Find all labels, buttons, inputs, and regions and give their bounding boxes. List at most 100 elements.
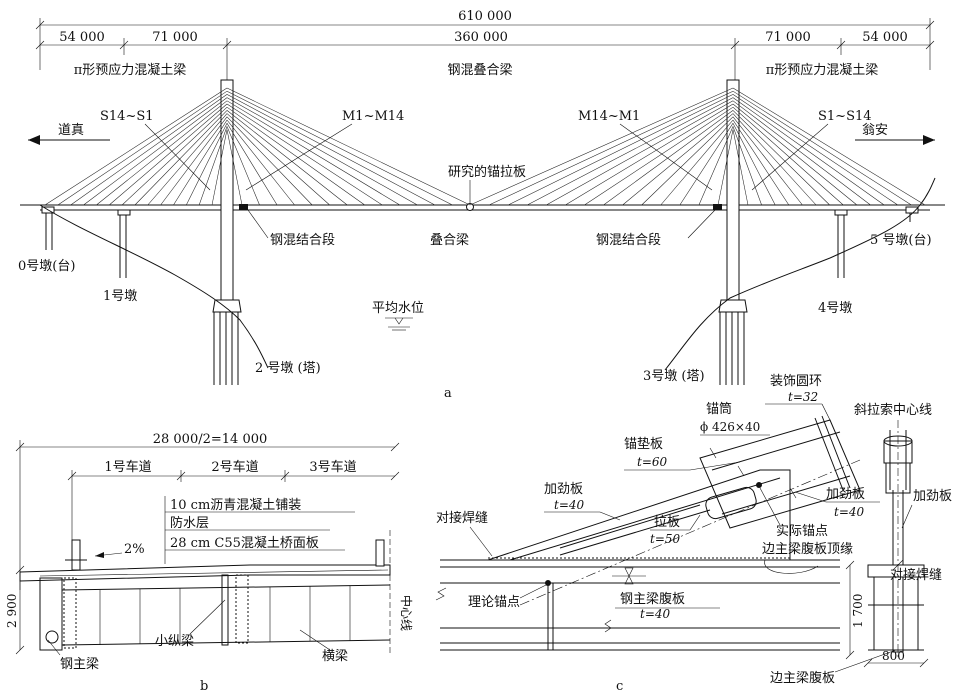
stay-cable — [732, 97, 885, 206]
c-weld-right-label: 对接焊缝 — [890, 567, 942, 583]
c-pull-line — [559, 504, 701, 549]
joint-right-label: 钢混结合段 — [596, 233, 661, 248]
stay-cable — [679, 123, 734, 206]
leader-m-left — [245, 123, 353, 191]
c-stiff3-label: 加劲板 — [913, 489, 952, 504]
cable-s-left-label: S14~S1 — [100, 109, 154, 124]
main-beam-label: 钢主梁 — [60, 657, 99, 672]
span-2-text: 71 000 — [152, 30, 198, 45]
pier-1 — [117, 209, 131, 278]
pier4-label: 4号墩 — [818, 301, 852, 316]
stay-cable — [660, 119, 734, 206]
c-theory-anchor-label: 理论锚点 — [468, 595, 520, 610]
stay-cable — [546, 100, 734, 206]
stay-cable — [83, 97, 228, 206]
panel-c-letter: c — [616, 679, 623, 694]
stay-cable — [211, 129, 228, 206]
span-1-text: 54 000 — [59, 30, 105, 45]
c-web-top-label: 边主梁腹板顶缘 — [762, 541, 853, 557]
layer-2-text: 防水层 — [170, 515, 209, 531]
span-4-text: 71 000 — [765, 30, 811, 45]
c-web-t: t=40 — [640, 607, 671, 621]
stay-cable — [160, 116, 228, 206]
beam-right-label: π形预应力混凝土梁 — [766, 62, 879, 78]
studied-plate-label: 研究的锚拉板 — [448, 164, 526, 180]
c-cable-axis — [519, 459, 861, 606]
stay-cable — [603, 110, 734, 206]
stay-cable — [732, 87, 926, 206]
span-5-text: 54 000 — [862, 30, 908, 45]
stay-cable — [732, 126, 762, 206]
b-barrier-left — [65, 539, 87, 571]
pier0-label: 0号墩(台) — [18, 259, 75, 274]
dir-right-arrow — [855, 135, 935, 145]
c-break-left — [435, 587, 447, 601]
stay-cable — [226, 123, 278, 206]
stay-cable — [732, 100, 871, 206]
c-weld-left-label: 对接焊缝 — [436, 510, 488, 526]
stay-cable — [732, 90, 912, 206]
stay-cable — [121, 106, 228, 206]
height-text: 2 900 — [5, 594, 19, 628]
stay-cable — [226, 129, 243, 206]
stay-cable — [469, 87, 734, 206]
stay-cable — [732, 110, 830, 206]
c-pad-t: t=60 — [637, 455, 668, 469]
tower-right — [718, 79, 748, 385]
c-pad-label: 锚垫板 — [624, 436, 663, 452]
b-lane-ticks — [67, 470, 400, 540]
stay-cable — [147, 113, 228, 206]
stay-cable — [226, 94, 436, 206]
c-ring-label: 装饰圆环 — [770, 374, 822, 389]
b-cross-beam-bottom — [61, 639, 391, 646]
stay-cable — [198, 126, 228, 206]
stay-cable — [134, 110, 228, 206]
total-span-text: 610 000 — [458, 9, 512, 24]
c-pull-label: 拉板 — [654, 515, 680, 530]
c-stiff-line-1 — [509, 477, 781, 561]
leader-m-right — [619, 123, 713, 191]
stay-cable — [226, 116, 313, 206]
ground-left — [39, 204, 269, 369]
beam-left-label: π形预应力混凝土梁 — [74, 62, 187, 78]
joint-right-block — [713, 204, 722, 210]
pier2-label: 2 号墩 (塔) — [255, 361, 321, 376]
stay-cable — [226, 100, 400, 206]
stay-cable — [226, 87, 471, 206]
b-paving — [39, 569, 389, 577]
centerline-text: 中心线 — [399, 595, 414, 631]
stay-cable — [508, 94, 734, 206]
cable-s-right-label: S1~S14 — [818, 109, 872, 124]
c-tube-dim: ϕ 426×40 — [700, 420, 760, 434]
c-actual-anchor-label: 实际锚点 — [776, 524, 828, 539]
dim-1700-text: 1 700 — [851, 594, 865, 628]
stay-cable — [226, 113, 330, 206]
stay-cable — [226, 97, 418, 206]
stay-cable — [226, 90, 453, 206]
c-actual-anchor-dot — [756, 482, 762, 488]
stay-cable — [732, 106, 844, 206]
lane-3-text: 3号车道 — [309, 459, 356, 475]
stay-cable — [96, 100, 228, 206]
c-tube-section — [867, 420, 925, 660]
c-tube-label: 锚筒 — [706, 401, 732, 417]
stay-cable — [226, 103, 383, 206]
stay-cable — [565, 103, 734, 206]
leader-s-left — [144, 123, 211, 191]
stay-cable — [44, 87, 228, 206]
b-main-girder — [39, 577, 63, 651]
leader-joint-left — [247, 209, 269, 239]
cable-m-left-label: M1~M14 — [342, 109, 404, 124]
c-stiff1-t: t=40 — [554, 498, 585, 512]
stay-cable — [732, 129, 749, 206]
c-anchor-tube — [699, 415, 861, 529]
water-label: 平均水位 — [372, 301, 424, 316]
stay-cables — [44, 87, 926, 206]
water-symbol — [385, 317, 413, 331]
dir-left-label: 道真 — [58, 123, 84, 138]
stay-cable — [732, 103, 858, 206]
panel-b-letter: b — [200, 679, 208, 694]
joint-left-block — [239, 204, 248, 210]
c-pad-ticks — [709, 447, 745, 477]
b-rebar-left — [63, 577, 77, 649]
